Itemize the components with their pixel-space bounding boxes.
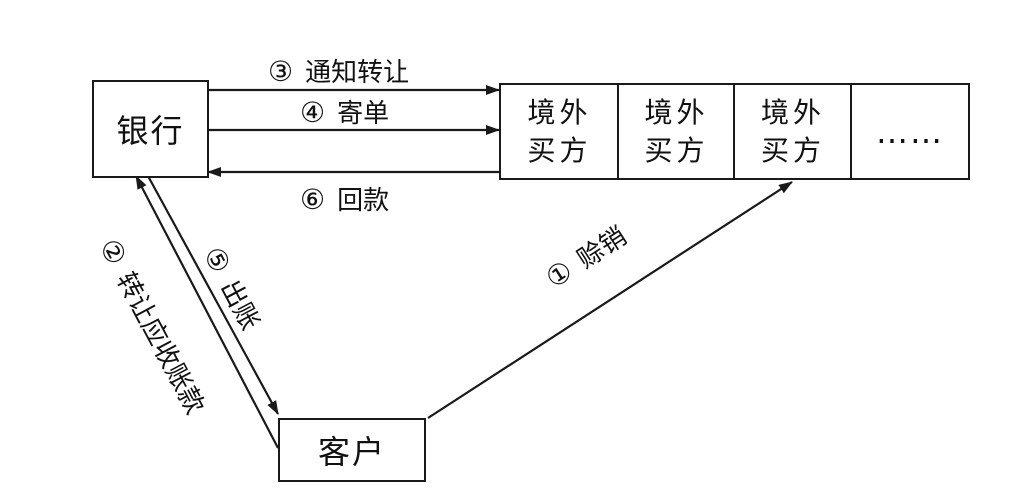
buyer-label-line1: 境外: [760, 95, 825, 129]
arrow-transfer-receivables: [135, 175, 279, 449]
arrow-disbursement: [147, 175, 279, 415]
buyer-label-line2: 买方: [644, 133, 709, 167]
buyer-label-line2: 买方: [527, 133, 592, 167]
more-buyers-ellipsis: ……: [876, 112, 944, 151]
customer-label: 客户: [317, 433, 386, 471]
bank-box: 银行: [92, 80, 209, 178]
step-4-text: 寄单: [337, 99, 390, 129]
step-6-label: ⑥ 回款: [300, 180, 389, 217]
arrow-credit-sale: [427, 181, 793, 419]
step-3-text: 通知转让: [305, 58, 410, 88]
overseas-buyer-box: 境外 买方: [733, 83, 853, 180]
buyer-label-line2: 买方: [760, 133, 825, 167]
step-3-number: ③: [268, 55, 294, 88]
overseas-buyer-box: 境外 买方: [617, 83, 736, 180]
overseas-buyer-box: 境外 买方: [499, 83, 620, 180]
buyer-label-line1: 境外: [527, 95, 592, 129]
step-4-label: ④ 寄单: [300, 93, 389, 130]
step-6-number: ⑥: [300, 183, 326, 216]
step-6-text: 回款: [337, 186, 390, 216]
customer-box: 客户: [278, 418, 426, 482]
more-buyers-box: ……: [850, 83, 970, 180]
step-3-label: ③ 通知转让: [268, 52, 409, 89]
bank-label: 银行: [116, 112, 185, 150]
step-4-number: ④: [300, 96, 326, 129]
buyer-label-line1: 境外: [644, 95, 709, 129]
